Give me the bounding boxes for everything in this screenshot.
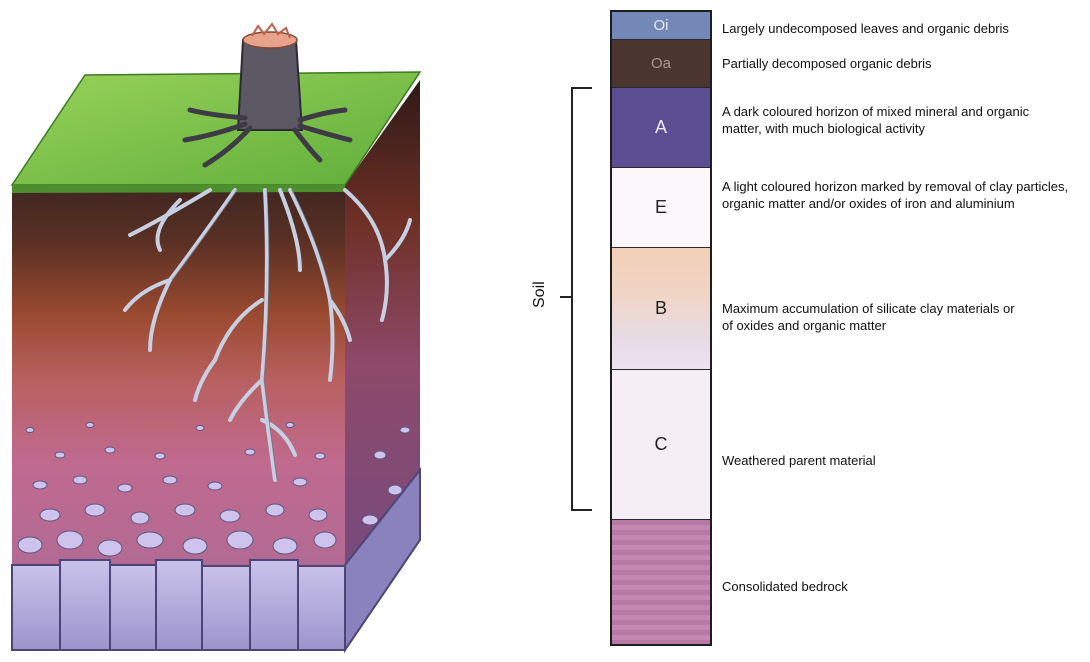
horizon-bedrock (612, 520, 710, 646)
horizon-oa: Oa (612, 40, 710, 88)
horizon-e: E (612, 168, 710, 248)
horizon-a-label: A (655, 117, 667, 138)
horizon-oa-label: Oa (651, 55, 671, 72)
horizon-oi-description: Largely undecomposed leaves and organic … (722, 20, 1084, 37)
horizon-oa-description: Partially decomposed organic debris (722, 55, 1084, 72)
horizon-oi-label: Oi (654, 17, 669, 34)
horizon-a-description: A dark coloured horizon of mixed mineral… (722, 103, 1042, 137)
horizon-a: A (612, 88, 710, 168)
tree-stump (238, 24, 302, 130)
horizon-column: Oi Oa A E B C (610, 10, 712, 646)
horizon-b-description: Maximum accumulation of silicate clay ma… (722, 300, 1022, 334)
horizon-b: B (612, 248, 710, 370)
bedrock-blocks (12, 560, 345, 650)
horizon-c-description: Weathered parent material (722, 452, 1084, 469)
soil-profile-illustration (0, 0, 440, 662)
horizon-oi: Oi (612, 12, 710, 40)
horizon-c: C (612, 370, 710, 520)
horizon-e-description: A light coloured horizon marked by remov… (722, 178, 1084, 212)
horizon-c-label: C (655, 434, 668, 455)
horizon-bedrock-description: Consolidated bedrock (722, 578, 1084, 595)
horizon-b-label: B (655, 298, 667, 319)
soil-label: Soil (528, 284, 552, 308)
horizon-e-label: E (655, 197, 667, 218)
